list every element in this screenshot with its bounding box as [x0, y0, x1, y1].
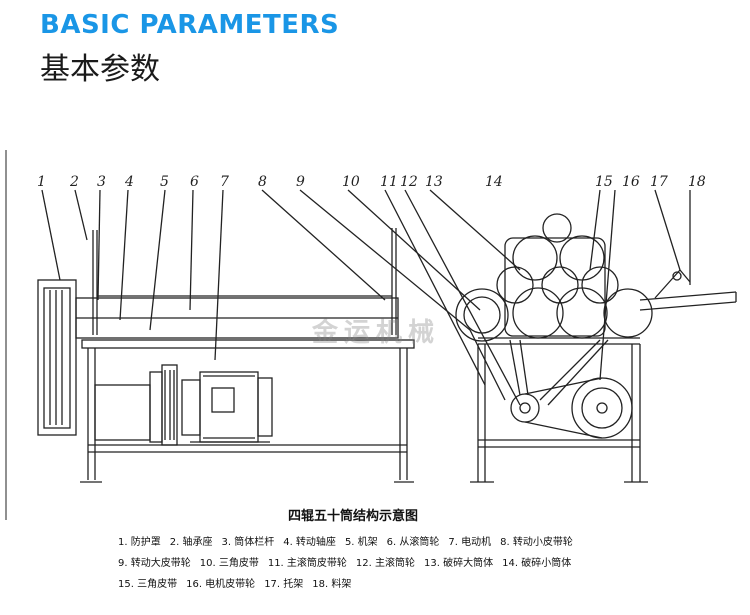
svg-text:7: 7 [220, 174, 229, 190]
parts-legend: 1. 防护罩 2. 轴承座 3. 筒体栏杆 4. 转动轴座 5. 机架 6. 从滚筒轮 7.… [118, 533, 738, 596]
legend-item: 5. 机架 [344, 537, 378, 548]
machine-structure-drawing: 1 2 3 4 5 6 7 8 9 10 11 12 13 14 15 16 1… [5, 150, 737, 520]
svg-text:8: 8 [258, 174, 267, 190]
legend-item: 4. 转动轴座 [283, 537, 336, 548]
legend-row: 1. 防护罩 2. 轴承座 3. 筒体栏杆 4. 转动轴座 5. 机架 6. 从滚筒轮 7.… [118, 533, 738, 554]
svg-text:13: 13 [425, 174, 443, 190]
legend-row: 9. 转动大皮带轮 10. 三角皮带 11. 主滚筒皮带轮 12. 主滚筒轮 13. 破… [118, 554, 738, 575]
legend-row: 15. 三角皮带 16. 电机皮带轮 17. 托架 18. 料架 [118, 575, 738, 596]
legend-item: 12. 主滚筒轮 [355, 558, 416, 569]
svg-text:16: 16 [622, 174, 640, 190]
svg-text:4: 4 [124, 174, 134, 190]
svg-text:2: 2 [69, 174, 79, 190]
svg-text:15: 15 [595, 174, 613, 190]
svg-text:1: 1 [37, 174, 46, 190]
legend-item: 11. 主滚筒皮带轮 [267, 558, 347, 569]
header-title-cn: 基本参数 [40, 52, 160, 87]
legend-item: 10. 三角皮带 [199, 558, 259, 569]
svg-text:10: 10 [342, 174, 360, 190]
legend-item: 3. 筒体栏杆 [221, 537, 275, 548]
legend-item: 6. 从滚筒轮 [386, 537, 440, 548]
svg-text:12: 12 [400, 174, 418, 190]
legend-item: 15. 三角皮带 [118, 579, 178, 590]
svg-text:3: 3 [97, 174, 106, 190]
legend-item: 2. 轴承座 [169, 537, 213, 548]
diagram-title: 四辊五十筒结构示意图 [288, 509, 419, 524]
legend-item: 1. 防护罩 [118, 537, 161, 548]
svg-text:5: 5 [160, 174, 169, 190]
svg-text:6: 6 [190, 174, 199, 190]
svg-text:9: 9 [296, 174, 305, 190]
legend-item: 13. 破碎大筒体 [424, 558, 494, 569]
legend-item: 17. 托架 [264, 579, 304, 590]
svg-text:11: 11 [380, 174, 398, 190]
watermark: 金运机械 [312, 318, 441, 348]
legend-item: 16. 电机皮带轮 [186, 579, 256, 590]
legend-item: 18. 料架 [312, 579, 352, 590]
svg-text:18: 18 [688, 174, 706, 190]
svg-text:14: 14 [485, 174, 503, 190]
legend-item: 14. 破碎小筒体 [502, 558, 572, 569]
legend-item: 8. 转动小皮带轮 [500, 537, 573, 548]
header-title-en: BASIC PARAMETERS [40, 10, 340, 40]
svg-text:17: 17 [650, 174, 668, 190]
legend-item: 9. 转动大皮带轮 [118, 558, 191, 569]
legend-item: 7. 电动机 [448, 537, 492, 548]
